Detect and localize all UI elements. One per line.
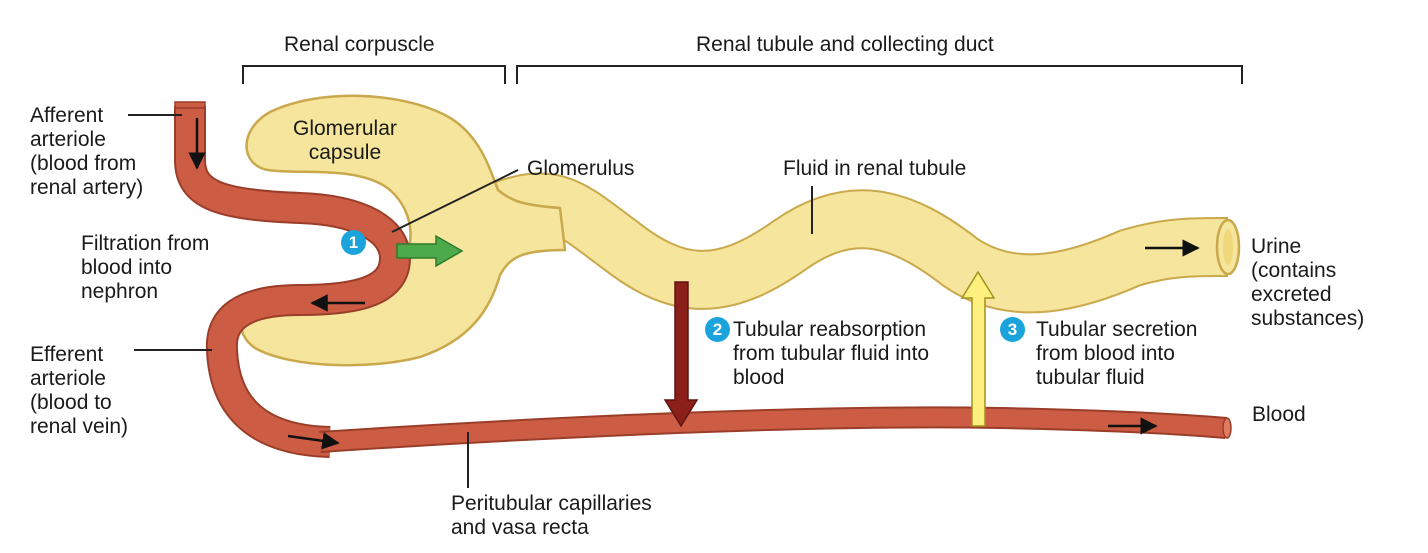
efferent-arteriole-label: Efferent arteriole (blood to renal vein) [30, 343, 129, 438]
glomerular-capsule-label: Glomerular capsule [293, 117, 397, 164]
renal-tubule-bracket [516, 65, 1243, 84]
arteriole-loop [174, 101, 411, 458]
peritubular-capillaries-label: Peritubular capillaries and vasa recta [451, 492, 652, 539]
glomerular-capsule [239, 94, 567, 367]
filtration-label: Filtration from blood into nephron [81, 232, 210, 303]
tubular-secretion-label: Tubular secretion from blood into tubula… [1036, 318, 1198, 389]
glomerulus-label: Glomerulus [527, 157, 635, 180]
flow-arrow-capillary-start [287, 432, 340, 450]
tubular-reabsorption-label: Tubular reabsorption from tubular fluid … [733, 318, 930, 389]
renal-corpuscle-header: Renal corpuscle [284, 33, 435, 56]
filtration-arrow [396, 234, 464, 268]
urine-label: Urine (contains excreted substances) [1251, 235, 1365, 330]
afferent-arteriole-label: Afferent arteriole (blood from renal art… [30, 104, 144, 199]
step-3-badge: 3 [1000, 317, 1025, 342]
renal-tubule-header: Renal tubule and collecting duct [696, 33, 994, 56]
step-1-badge: 1 [341, 230, 366, 255]
peritubular-capillary [319, 406, 1232, 453]
renal-tubule [487, 172, 1229, 314]
renal-corpuscle-bracket [242, 65, 506, 84]
blood-label: Blood [1252, 403, 1306, 426]
fluid-in-renal-tubule-label: Fluid in renal tubule [783, 157, 967, 180]
step-2-badge: 2 [705, 317, 730, 342]
reabsorption-arrow [663, 281, 699, 428]
glomerulus-leader [391, 169, 519, 233]
secretion-arrow [960, 270, 996, 427]
